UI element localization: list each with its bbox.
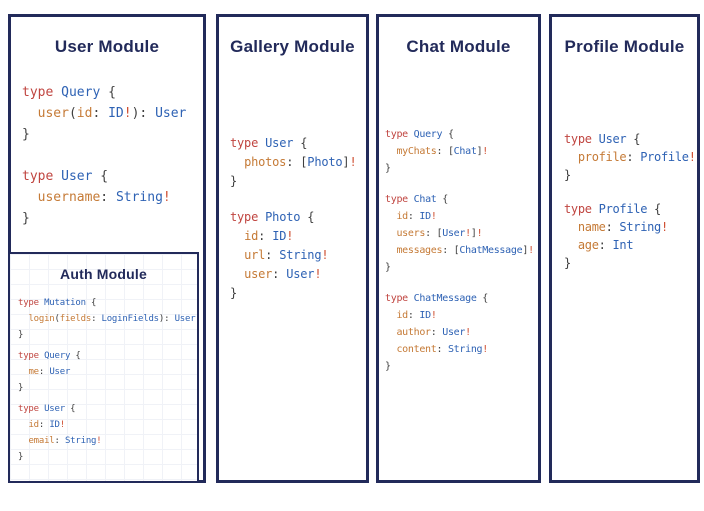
- panel-title-chat-module: Chat Module: [406, 37, 511, 56]
- code-line: type Profile {: [564, 202, 661, 216]
- code-line: }: [385, 262, 391, 273]
- code-line: user: User!: [244, 267, 322, 281]
- code-line: type Query {: [18, 351, 81, 361]
- code-line: age: Int: [577, 238, 634, 252]
- code-block: type Query { me: User}: [18, 348, 195, 396]
- code-line: me: User: [28, 367, 71, 377]
- code-block: type User { id: ID! email: String!}: [18, 401, 195, 465]
- code-line: type Chat {: [385, 194, 448, 205]
- panel-title-user-module: User Module: [54, 37, 160, 56]
- code-line: id: ID!: [396, 310, 437, 321]
- code-line: users: [User!]!: [396, 228, 483, 239]
- code-block: type Query { myChats: [Chat]!}: [385, 126, 534, 177]
- code-line: type Mutation {: [18, 298, 97, 308]
- code-line: id: ID!: [244, 229, 294, 243]
- panel-chat-module: Chat Module type Query { myChats: [Chat]…: [376, 14, 541, 483]
- code-line: type Photo {: [230, 210, 315, 224]
- panel-title-gallery-module: Gallery Module: [230, 37, 355, 56]
- code-line: content: String!: [396, 344, 489, 355]
- code-line: }: [18, 330, 24, 340]
- code-auth-module: type Mutation { login(fields: LoginField…: [18, 295, 196, 470]
- panel-gallery-module: Gallery Module type User { photos: [Phot…: [216, 14, 369, 483]
- code-line: type ChatMessage {: [385, 293, 489, 304]
- code-line: photos: [Photo]!: [244, 155, 357, 169]
- code-gallery-module: type User { photos: [Photo]!}type Photo …: [230, 134, 357, 320]
- code-line: }: [230, 286, 238, 300]
- code-line: email: String!: [28, 436, 102, 446]
- code-chat-module: type Query { myChats: [Chat]!}type Chat …: [385, 126, 534, 389]
- code-line: url: String!: [244, 248, 329, 262]
- code-line: type User {: [18, 404, 76, 414]
- code-line: }: [230, 174, 238, 188]
- code-line: type Query {: [22, 85, 116, 100]
- code-line: login(fields: LoginFields): User: [28, 314, 196, 324]
- code-user-module: type Query { user(id: ID!): User}type Us…: [22, 82, 186, 250]
- code-line: }: [385, 361, 391, 372]
- code-line: type User {: [230, 136, 308, 150]
- code-block: type Query { user(id: ID!): User}: [22, 82, 186, 145]
- code-line: id: ID!: [396, 211, 437, 222]
- code-block: type ChatMessage { id: ID! author: User!…: [385, 290, 534, 375]
- code-line: }: [22, 127, 30, 142]
- code-block: type Chat { id: ID! users: [User!]! mess…: [385, 191, 534, 276]
- panel-title-auth-module: Auth Module: [60, 266, 147, 282]
- code-line: user(id: ID!): User: [37, 106, 187, 121]
- code-line: messages: [ChatMessage]!: [396, 245, 534, 256]
- code-line: myChats: [Chat]!: [396, 146, 489, 157]
- code-block: type Photo { id: ID! url: String! user: …: [230, 208, 356, 303]
- code-line: username: String!: [37, 190, 171, 205]
- code-line: }: [564, 256, 571, 270]
- code-line: }: [18, 452, 24, 462]
- panel-title-profile-module: Profile Module: [564, 37, 685, 56]
- code-line: type User {: [564, 132, 641, 146]
- code-line: author: User!: [396, 327, 471, 338]
- code-block: type User { photos: [Photo]!}: [230, 134, 357, 191]
- code-line: }: [564, 168, 571, 182]
- code-block: type User { username: String!}: [22, 166, 186, 229]
- code-line: type Query {: [385, 129, 454, 140]
- code-block: type Mutation { login(fields: LoginField…: [18, 295, 196, 343]
- code-line: }: [385, 163, 391, 174]
- panel-auth-module: Auth Module type Mutation { login(fields…: [8, 252, 199, 483]
- panel-profile-module: Profile Module type User { profile: Prof…: [549, 14, 700, 483]
- code-block: type User { profile: Profile!}: [564, 130, 696, 184]
- code-line: profile: Profile!: [577, 150, 696, 164]
- code-line: type User {: [22, 169, 109, 184]
- code-line: }: [22, 211, 30, 226]
- code-profile-module: type User { profile: Profile!}type Profi…: [564, 130, 696, 288]
- code-line: name: String!: [577, 220, 668, 234]
- code-line: id: ID!: [28, 420, 65, 430]
- code-line: }: [18, 383, 24, 393]
- code-block: type Profile { name: String! age: Int}: [564, 200, 696, 272]
